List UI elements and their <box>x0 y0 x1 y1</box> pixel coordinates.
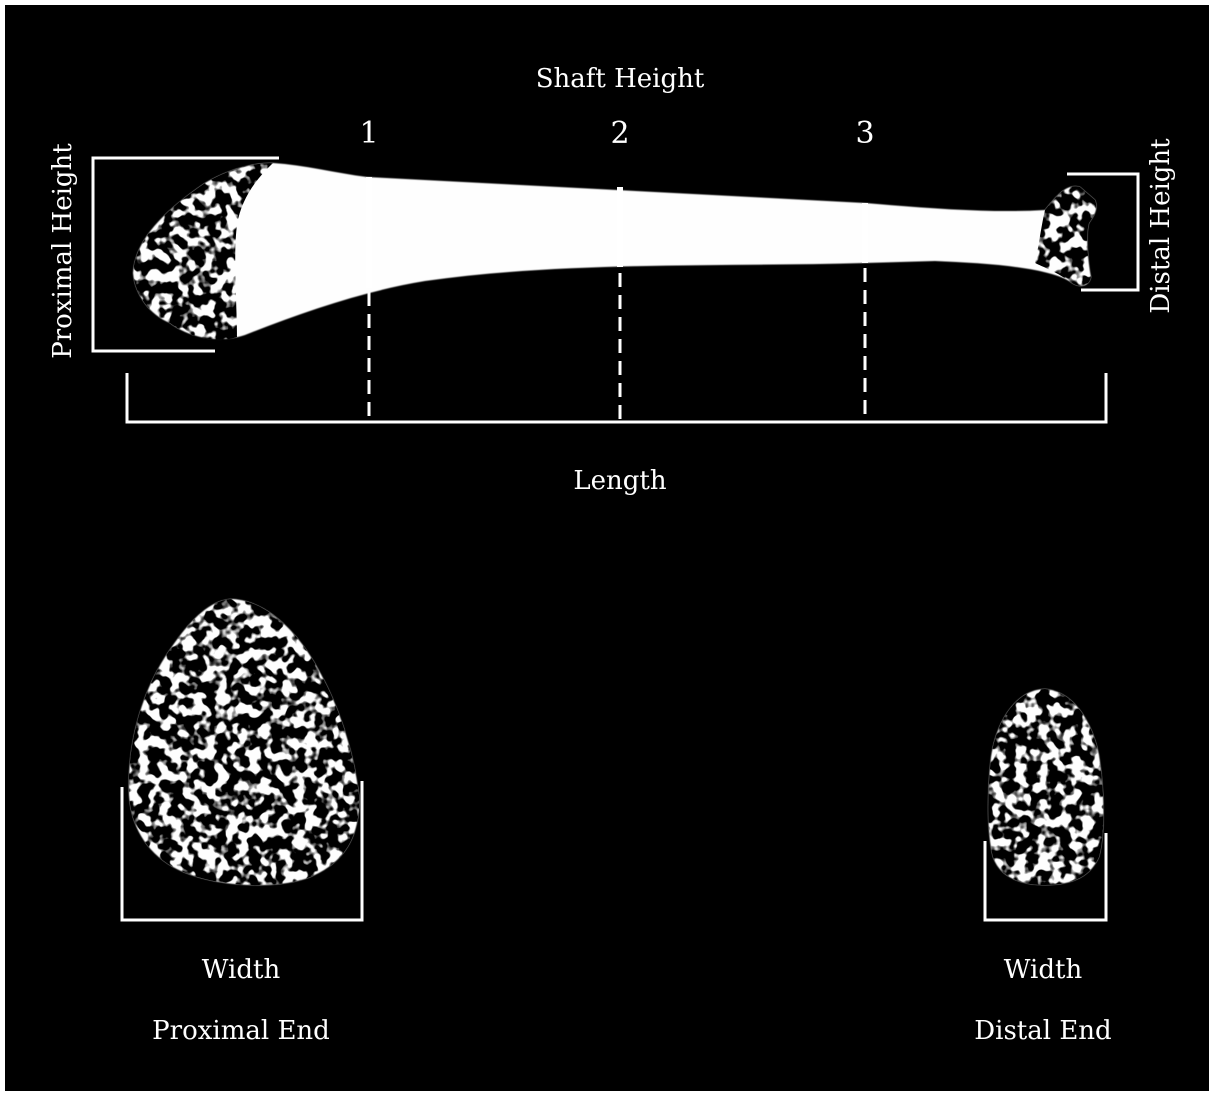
distal-height-label: Distal Height <box>1146 138 1176 314</box>
proximal-end-label: Proximal End <box>152 1016 330 1046</box>
length-bracket <box>127 373 1106 422</box>
distal-end-surface-texture <box>988 689 1103 885</box>
proximal-end-view: Width Proximal End <box>122 599 362 1046</box>
diagram-canvas: Shaft Height 1 2 3 Proximal Height Dista… <box>5 5 1209 1091</box>
proximal-width-label: Width <box>202 955 281 985</box>
section-number-2: 2 <box>610 116 629 151</box>
shaft-height-label: Shaft Height <box>536 64 705 94</box>
section-number-3: 3 <box>855 116 874 151</box>
distal-width-label: Width <box>1004 955 1083 985</box>
section-number-1: 1 <box>359 116 378 151</box>
bone-measurement-diagram: Shaft Height 1 2 3 Proximal Height Dista… <box>5 5 1209 1091</box>
distal-end-view: Width Distal End <box>974 689 1111 1046</box>
bone-shaft <box>133 163 1096 339</box>
proximal-height-label: Proximal Height <box>48 143 78 359</box>
proximal-end-texture <box>129 599 359 885</box>
length-label: Length <box>573 466 666 496</box>
bone-lateral-view <box>133 163 1096 340</box>
section-drop-lines <box>369 268 865 421</box>
distal-end-label: Distal End <box>974 1016 1111 1046</box>
